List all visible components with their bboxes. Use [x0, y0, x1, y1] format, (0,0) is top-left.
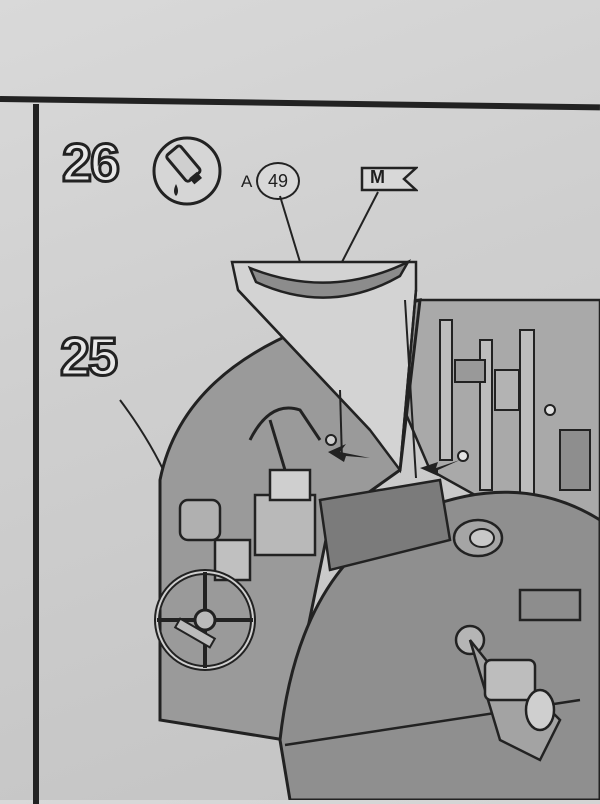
leader-line-step-25	[119, 399, 169, 481]
leader-line-marking	[341, 191, 379, 263]
mount-hole-right	[457, 450, 469, 462]
step-number-26: 26	[60, 132, 121, 195]
handwheel	[154, 569, 256, 671]
arrow-right-icon	[420, 460, 460, 476]
part-number-49: 49	[256, 162, 300, 200]
part-number-label: 49	[267, 170, 289, 191]
marking-letter: M	[370, 167, 385, 187]
arrow-left-icon	[328, 444, 370, 462]
frame-panel	[398, 298, 600, 542]
mount-hole-left	[325, 434, 337, 446]
cement-tube-icon	[152, 136, 222, 206]
placement-arrows	[325, 434, 469, 476]
callout-frame	[230, 259, 418, 479]
page-frame-left-border	[33, 104, 39, 804]
flag-icon	[360, 166, 420, 192]
part-49-shape	[247, 259, 412, 299]
step-number-25: 25	[58, 326, 119, 389]
leader-line-part-49	[279, 195, 301, 263]
trunnion-parts	[454, 588, 582, 762]
marking-flag-m: M	[360, 166, 420, 192]
part-letter-a: A	[241, 172, 253, 191]
